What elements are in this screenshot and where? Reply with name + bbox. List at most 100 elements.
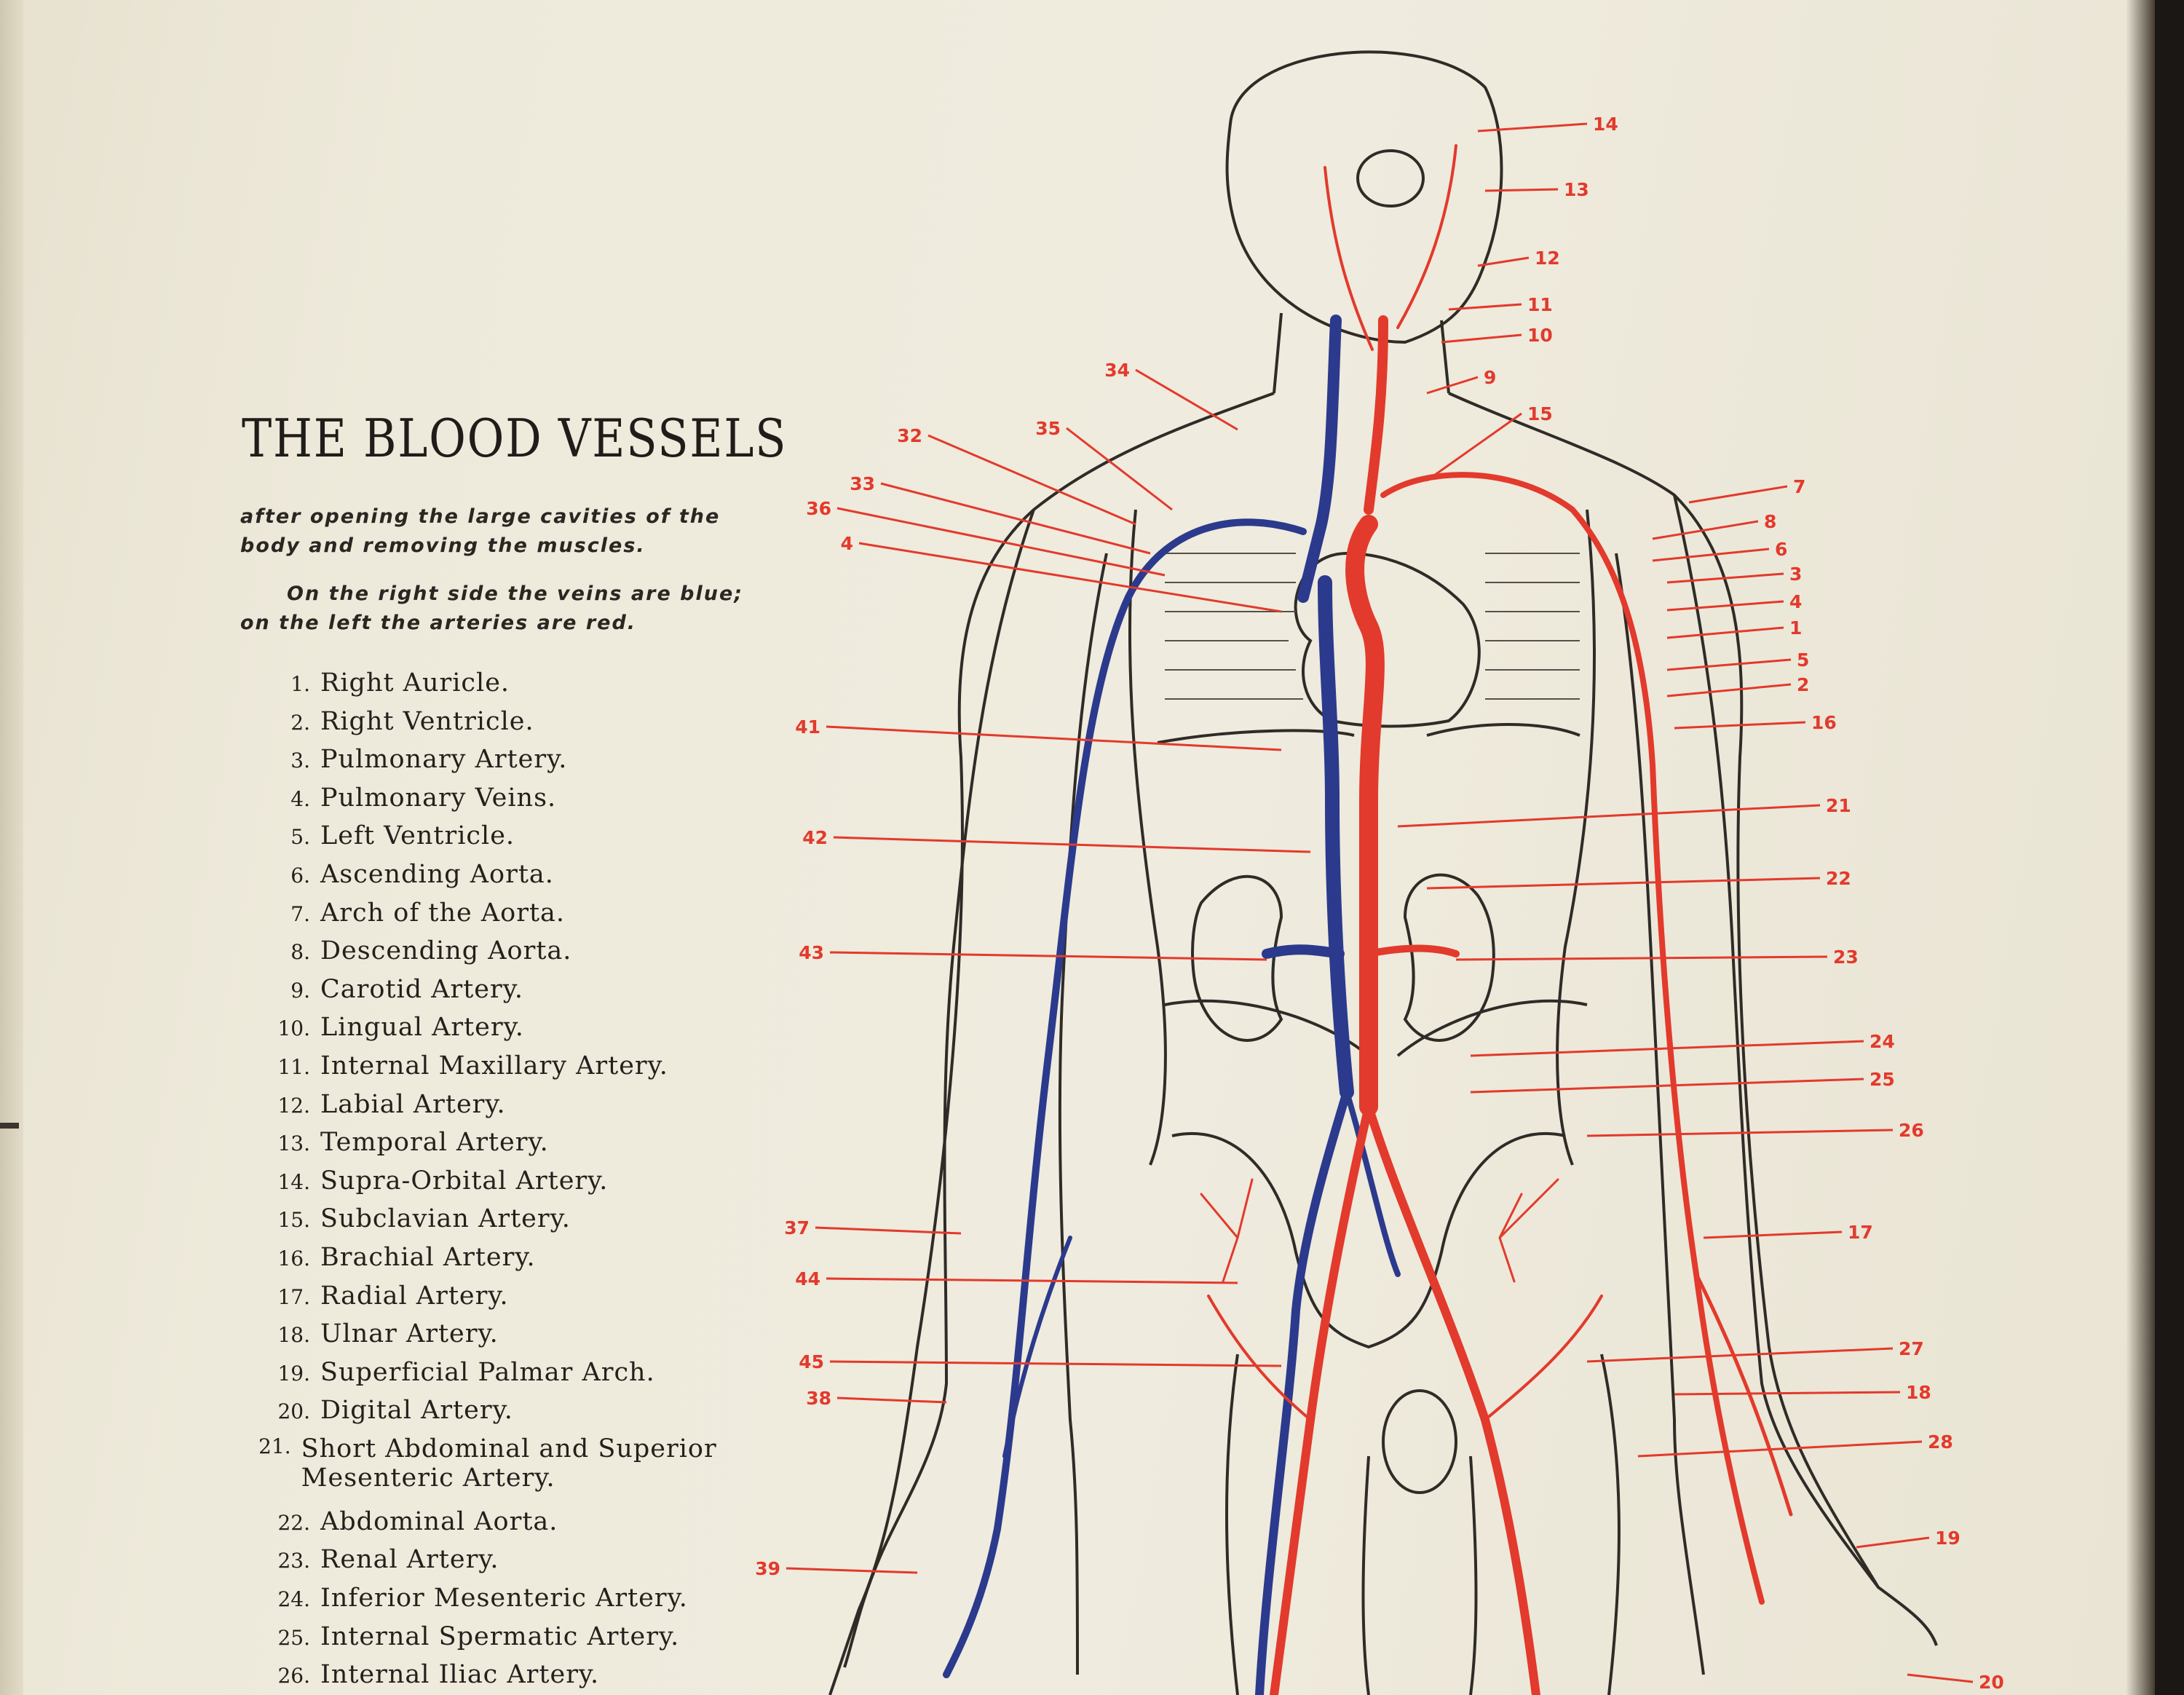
callout-leader: [829, 951, 1267, 961]
legend-item: 7.Arch of the Aorta.: [240, 898, 794, 937]
callout-leader: [1448, 303, 1522, 311]
legend-number: 25.: [277, 1625, 310, 1650]
callout-leader: [1688, 485, 1788, 504]
callout-leader: [833, 836, 1311, 853]
callout-leader: [1666, 572, 1784, 584]
legend-label: Right Ventricle.: [320, 706, 534, 736]
legend-item: 12.Labial Artery.: [240, 1090, 794, 1129]
callout-number: 41: [795, 716, 820, 738]
callout-number: 4: [841, 533, 853, 554]
callout-leader: [1397, 804, 1821, 828]
legend-label: Pulmonary Artery.: [320, 745, 568, 775]
legend-number: 16.: [277, 1246, 310, 1271]
callout-leader: [1477, 122, 1588, 133]
legend-label: Labial Artery.: [320, 1089, 506, 1119]
callout-number: 27: [1899, 1338, 1924, 1359]
callout-leader: [1666, 658, 1792, 671]
callout-number: 24: [1870, 1031, 1895, 1052]
legend-label: Short Abdominal and Superior Mesenteric …: [301, 1434, 717, 1493]
subtitle: after opening the large cavities of the …: [240, 505, 721, 557]
callout-number: 12: [1535, 248, 1560, 269]
callout-number: 35: [1035, 418, 1061, 439]
callout-leader: [1586, 1347, 1894, 1363]
callout-number: 21: [1826, 795, 1851, 816]
legend-label: Digital Artery.: [320, 1396, 513, 1426]
legend-label: Radial Artery.: [320, 1281, 509, 1311]
page-edge: [0, 0, 23, 1695]
legend-label: Ulnar Artery.: [320, 1319, 499, 1349]
callout-number: 10: [1527, 325, 1553, 346]
legend-item: 20. Digital Artery.: [240, 1396, 794, 1434]
legend-item: 9. Carotid Artery.: [240, 975, 794, 1014]
legend-item: 6.Ascending Aorta.: [240, 860, 794, 898]
legend-label: Internal Spermatic Artery.: [320, 1621, 680, 1651]
callout-number: 34: [1104, 360, 1130, 381]
callout-number: 33: [850, 473, 875, 494]
legend-label: Pulmonary Veins.: [320, 783, 557, 813]
callout-number: 37: [784, 1217, 810, 1238]
legend-label: Supra-Orbital Artery.: [320, 1166, 609, 1196]
legend-label: Inferior Mesenteric Artery.: [320, 1584, 688, 1613]
legend-item: 15. Subclavian Artery.: [240, 1204, 794, 1243]
legend-number: 15.: [277, 1208, 310, 1233]
callout-leader: [826, 725, 1282, 751]
legend-label: Descending Aorta.: [320, 936, 572, 966]
legend-number: 5.: [290, 825, 310, 850]
callout-leaders: [786, 122, 1974, 1683]
legend-label: Arch of the Aorta.: [320, 898, 566, 928]
callout-number: 32: [897, 425, 922, 446]
callout-number: 14: [1593, 114, 1618, 135]
legend-item: 3.Pulmonary Artery.: [240, 745, 794, 783]
callout-number: 43: [799, 942, 824, 963]
legend-item: 2.Right Ventricle.: [240, 707, 794, 746]
legend-number: 26.: [277, 1664, 310, 1688]
legend-label: Left Ventricle.: [320, 821, 515, 851]
callout-leader: [1426, 412, 1522, 482]
callout-leader: [1426, 877, 1821, 890]
legend-item: 18. Ulnar Artery.: [240, 1319, 794, 1358]
callout-number: 19: [1935, 1528, 1961, 1549]
callout-leader: [836, 507, 1166, 577]
callout-leader: [1477, 256, 1530, 267]
legend-item: 21.Short Abdominal and Superior Mesenter…: [240, 1434, 794, 1507]
legend-label: Right Auricle.: [320, 668, 510, 698]
callout-leader: [1666, 600, 1784, 612]
callout-number: 39: [755, 1558, 780, 1579]
callout-leader: [815, 1226, 962, 1235]
legend-label: Subclavian Artery.: [320, 1204, 571, 1234]
legend-label: Temporal Artery.: [320, 1128, 549, 1158]
callout-leader: [1586, 1129, 1894, 1137]
legend-item: 17.Radial Artery.: [240, 1281, 794, 1320]
callout-leader: [1907, 1673, 1974, 1683]
legend-item: 22.Abdominal Aorta.: [240, 1507, 794, 1546]
callout-number: 28: [1928, 1431, 1953, 1453]
legend-number: 9.: [290, 978, 310, 1003]
legend-item: 13.Temporal Artery.: [240, 1128, 794, 1166]
callout-leader: [1652, 548, 1770, 562]
legend-item: 14. Supra-Orbital Artery.: [240, 1166, 794, 1205]
callout-number: 6: [1775, 539, 1787, 560]
callout-number: 15: [1527, 403, 1553, 424]
legend-label: Carotid Artery.: [320, 974, 524, 1004]
legend-item: 5. Left Ventricle.: [240, 821, 794, 860]
callout-leader: [836, 1396, 947, 1404]
callout-leader: [1484, 188, 1559, 192]
legend-item: 8.Descending Aorta.: [240, 936, 794, 975]
callout-number: 25: [1870, 1069, 1895, 1090]
callout-leader: [1066, 427, 1173, 511]
callout-number: 5: [1797, 649, 1809, 671]
legend-item: 1.Right Auricle.: [240, 668, 794, 707]
callout-number: 22: [1826, 868, 1851, 889]
margin-mark: [0, 1123, 19, 1129]
legend-item: 25. Internal Spermatic Artery.: [240, 1622, 794, 1661]
callout-leader: [927, 434, 1136, 526]
legend-number: 14.: [277, 1169, 310, 1194]
legend-label: Internal Iliac Artery.: [320, 1660, 600, 1690]
callout-number: 13: [1564, 179, 1589, 200]
legend-number: 20.: [277, 1399, 310, 1424]
callout-number: 18: [1906, 1382, 1931, 1403]
callout-leader: [1666, 683, 1792, 698]
legend-number: 18.: [277, 1323, 310, 1348]
callout-leader: [1426, 376, 1479, 395]
